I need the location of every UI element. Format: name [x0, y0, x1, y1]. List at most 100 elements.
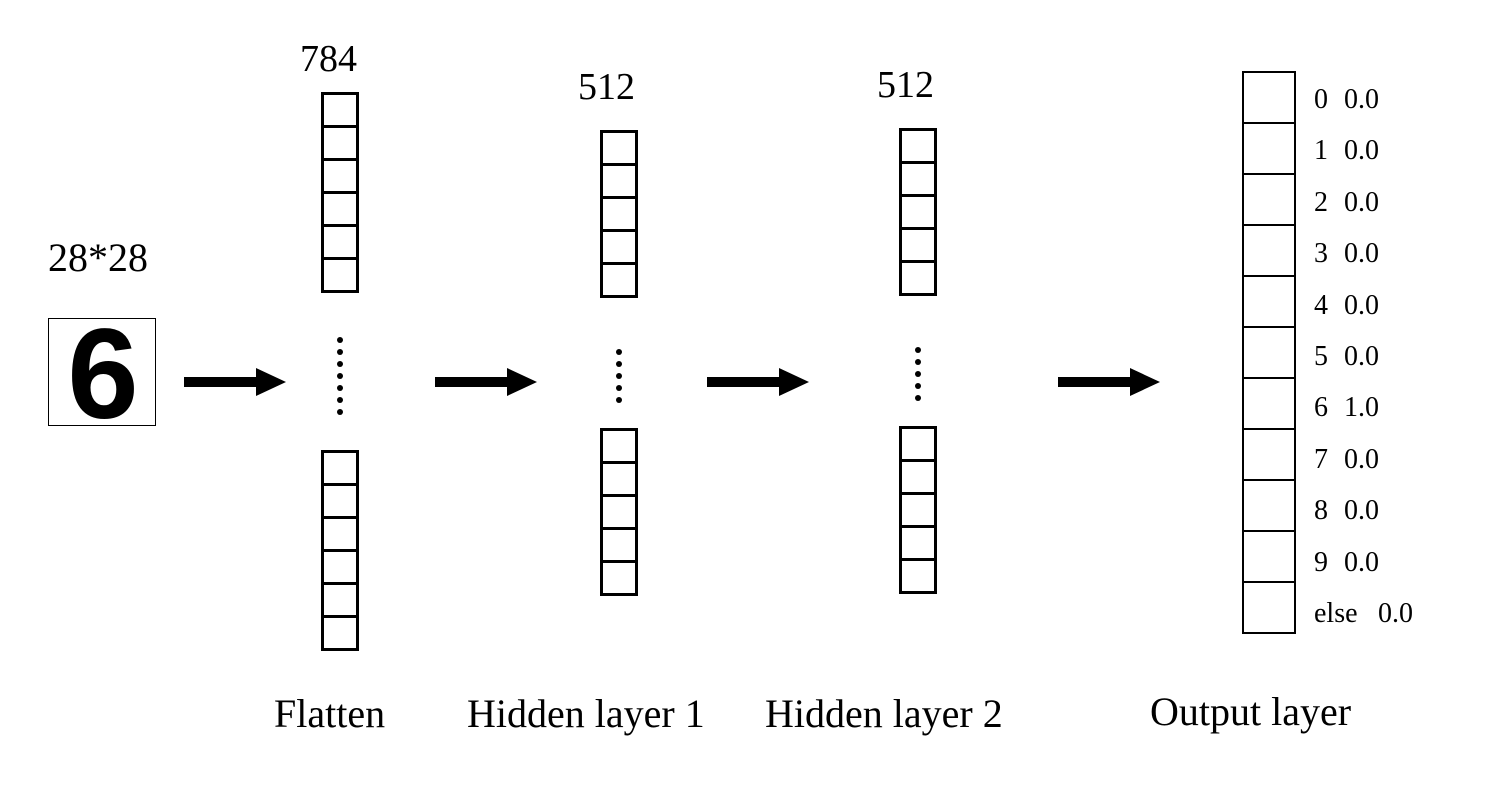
neuron-cell [321, 158, 359, 194]
neuron-cell [899, 260, 937, 296]
output-row: else 0.0 [1314, 596, 1413, 647]
hidden1-top-neurons [600, 130, 638, 298]
hidden2-count: 512 [877, 64, 934, 106]
output-value: 0.0 [1378, 597, 1413, 629]
neuron-cell [321, 549, 359, 585]
output-value: 0.0 [1344, 443, 1379, 475]
neuron-cell [899, 558, 937, 594]
neuron-cell [600, 229, 638, 265]
neuron-cell [899, 128, 937, 164]
output-class: 1 [1314, 135, 1328, 167]
neuron-cell [600, 428, 638, 464]
output-neuron-cell [1242, 428, 1296, 481]
neuron-cell [899, 525, 937, 561]
neuron-cell [600, 262, 638, 298]
output-class: 3 [1314, 238, 1328, 270]
ellipsis-icon [615, 349, 623, 409]
neuron-cell [600, 461, 638, 497]
output-neurons [1242, 71, 1296, 634]
output-value: 0.0 [1344, 84, 1379, 115]
output-value: 0.0 [1344, 289, 1379, 321]
output-neuron-cell [1242, 377, 1296, 430]
hidden2-top-neurons [899, 128, 937, 296]
neuron-cell [321, 582, 359, 618]
neuron-cell [321, 92, 359, 128]
neuron-cell [321, 450, 359, 486]
output-value: 0.0 [1344, 546, 1379, 578]
input-digit: 6 [67, 318, 139, 426]
output-neuron-cell [1242, 326, 1296, 379]
flatten-label: Flatten [274, 691, 386, 736]
neuron-cell [600, 196, 638, 232]
input-size-label: 28*28 [48, 235, 148, 280]
output-value: 0.0 [1344, 340, 1379, 372]
output-class: 5 [1314, 340, 1328, 372]
neuron-cell [899, 459, 937, 495]
input-digit-image: 6 [48, 318, 156, 426]
neuron-cell [321, 615, 359, 651]
neuron-cell [899, 161, 937, 197]
neuron-cell [899, 426, 937, 462]
hidden2-bottom-neurons [899, 426, 937, 594]
neuron-cell [600, 560, 638, 596]
output-class: 7 [1314, 443, 1328, 475]
output-class: 4 [1314, 289, 1328, 321]
output-neuron-cell [1242, 530, 1296, 583]
output-neuron-cell [1242, 224, 1296, 277]
output-neuron-cell [1242, 173, 1296, 226]
output-class: else [1314, 597, 1358, 629]
ellipsis-icon [914, 347, 922, 407]
output-value: 0.0 [1344, 495, 1379, 527]
arrow-right-icon [707, 368, 809, 396]
ellipsis-icon [336, 337, 344, 421]
arrow-right-icon [1058, 368, 1160, 396]
arrow-right-icon [435, 368, 537, 396]
output-neuron-cell [1242, 71, 1296, 124]
neuron-cell [899, 194, 937, 230]
flatten-top-neurons [321, 92, 359, 293]
output-neuron-cell [1242, 275, 1296, 328]
output-neuron-cell [1242, 122, 1296, 175]
neuron-cell [600, 163, 638, 199]
hidden1-bottom-neurons [600, 428, 638, 596]
output-class: 2 [1314, 186, 1328, 218]
arrow-right-icon [184, 368, 286, 396]
output-class: 8 [1314, 495, 1328, 527]
neuron-cell [321, 483, 359, 519]
flatten-count: 784 [300, 38, 357, 80]
neuron-cell [321, 125, 359, 161]
neuron-cell [321, 257, 359, 293]
output-neuron-cell [1242, 581, 1296, 634]
output-class: 0 [1314, 84, 1328, 115]
flatten-bottom-neurons [321, 450, 359, 651]
neuron-cell [899, 227, 937, 263]
neuron-cell [321, 224, 359, 260]
output-value: 1.0 [1344, 392, 1379, 424]
neuron-cell [600, 130, 638, 166]
hidden2-label: Hidden layer 2 [765, 691, 1003, 736]
neuron-cell [321, 516, 359, 552]
output-value: 0.0 [1344, 135, 1379, 167]
output-neuron-cell [1242, 479, 1296, 532]
output-value: 0.0 [1344, 238, 1379, 270]
neuron-cell [899, 492, 937, 528]
output-label: Output layer [1150, 689, 1352, 734]
hidden1-label: Hidden layer 1 [467, 691, 705, 736]
neuron-cell [600, 527, 638, 563]
hidden1-count: 512 [578, 66, 635, 108]
neuron-cell [321, 191, 359, 227]
output-value: 0.0 [1344, 186, 1379, 218]
output-class: 9 [1314, 546, 1328, 578]
neuron-cell [600, 494, 638, 530]
